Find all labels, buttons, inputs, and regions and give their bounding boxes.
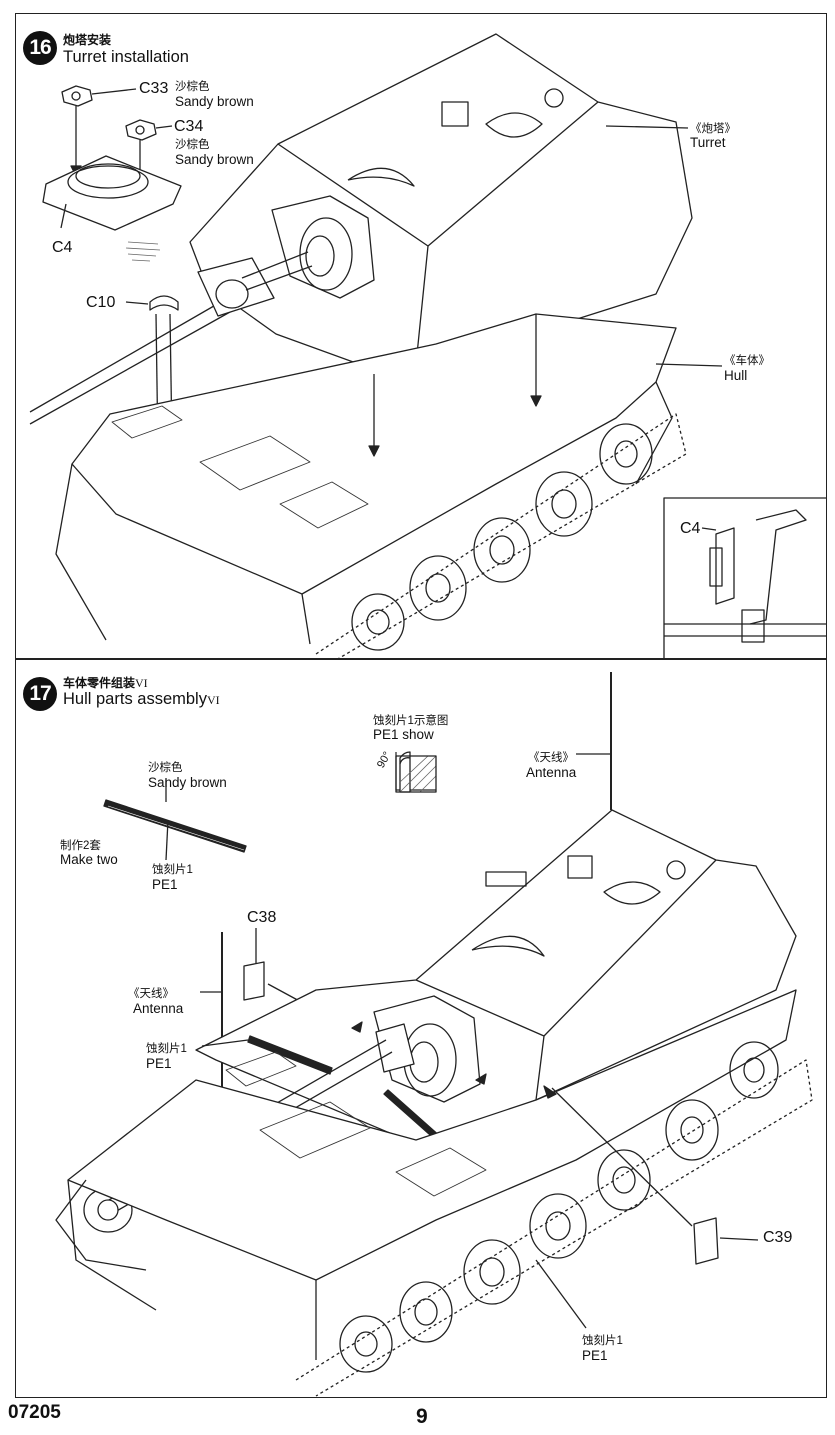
step-17-title-cn-suffix: VI <box>135 676 148 690</box>
pe-show-cn: 蚀刻片1示意图 <box>373 715 449 727</box>
step-17-title-cn-text: 车体零件组装 <box>63 676 136 690</box>
hull-label-en: Hull <box>724 368 748 383</box>
part-c38-label: C38 <box>247 909 277 926</box>
step-16-title-cn: 炮塔安装 <box>63 33 112 47</box>
part-c33-label: C33 <box>139 80 169 97</box>
page-number: 9 <box>416 1405 428 1428</box>
c33-paint-cn: 沙棕色 <box>175 81 210 93</box>
part-c34-label: C34 <box>174 118 204 135</box>
turret-label-en: Turret <box>690 135 726 150</box>
hull-label-cn: 《车体》 <box>724 355 770 367</box>
step-17-title-en: Hull parts assemblyVI <box>63 690 220 709</box>
step-17-title-cn: 车体零件组装VI <box>63 674 148 691</box>
step-16-number: 16 <box>23 31 57 65</box>
step-17-title-en-text: Hull parts assembly <box>63 690 207 708</box>
antenna-left-en: Antenna <box>133 1001 184 1016</box>
detail-c4-label: C4 <box>680 520 701 537</box>
pe-show-en: PE1 show <box>373 727 434 742</box>
product-code: 07205 <box>8 1402 61 1423</box>
c33-paint-en: Sandy brown <box>175 94 254 109</box>
sandy-brown-cn: 沙棕色 <box>148 762 183 774</box>
turret-label-cn: 《炮塔》 <box>690 123 736 135</box>
pe-left-cn: 蚀刻片1 <box>146 1043 187 1055</box>
part-c39-label: C39 <box>763 1229 793 1246</box>
c34-paint-cn: 沙棕色 <box>175 139 210 151</box>
step-17-panel: 17 车体零件组装VI Hull parts assemblyVI <box>15 659 827 1398</box>
make-two-cn: 制作2套 <box>60 840 101 852</box>
pe-bottom-cn: 蚀刻片1 <box>582 1335 623 1347</box>
antenna-top-cn: 《天线》 <box>528 752 574 764</box>
pe-part-cn: 蚀刻片1 <box>152 864 193 876</box>
antenna-left-cn: 《天线》 <box>128 988 174 1000</box>
c34-paint-en: Sandy brown <box>175 152 254 167</box>
part-c4-label: C4 <box>52 239 73 256</box>
part-c10-label: C10 <box>86 294 116 311</box>
antenna-top-en: Antenna <box>526 765 577 780</box>
pe-bottom-en: PE1 <box>582 1348 608 1363</box>
make-two-en: Make two <box>60 852 118 867</box>
pe-part-en: PE1 <box>152 877 178 892</box>
hull-parts-illustration <box>55 672 813 1397</box>
turret-installation-illustration <box>29 33 826 658</box>
step-17-number: 17 <box>23 677 57 711</box>
step-16-title-en: Turret installation <box>63 48 189 66</box>
step-17-title-en-suffix: VI <box>206 693 220 707</box>
step-16-panel: 16 炮塔安装 Turret installation <box>15 13 827 659</box>
pe-left-en: PE1 <box>146 1056 172 1071</box>
sandy-brown-en: Sandy brown <box>148 775 227 790</box>
